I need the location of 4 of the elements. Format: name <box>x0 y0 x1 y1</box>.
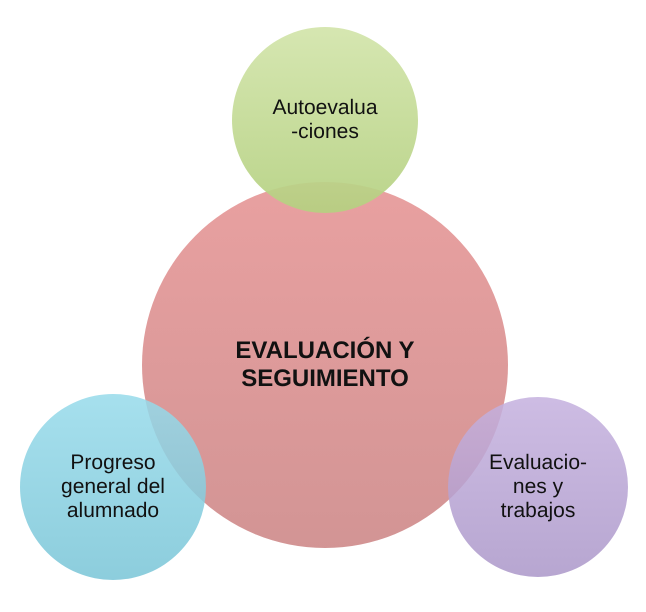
node-label: Evaluacio- nes y trabajos <box>488 450 588 524</box>
node-label: Autoevalua -ciones <box>271 96 379 144</box>
node-label: Progreso general del alumnado <box>60 450 166 524</box>
title-text: EVALUACIÓN Y SEGUIMIENTO <box>234 337 416 393</box>
